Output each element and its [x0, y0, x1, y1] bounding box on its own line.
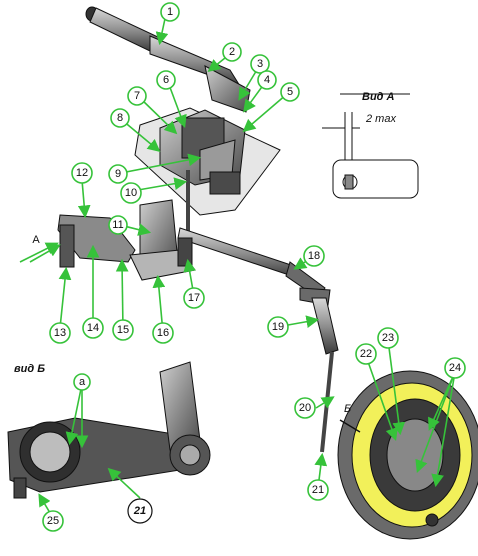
svg-text:9: 9: [115, 168, 121, 180]
callout-16: 16: [152, 322, 174, 344]
callout-14: 14: [82, 317, 104, 339]
view-a-title: Вид А: [362, 91, 395, 103]
callout-23: 23: [377, 327, 399, 349]
rear-brake-drum: [337, 370, 478, 540]
callout-21-view-b: 21: [127, 498, 153, 524]
view-b-arrow: Б: [339, 403, 361, 433]
callout-13: 13: [49, 322, 71, 344]
callout-8: 8: [110, 108, 130, 128]
svg-text:2: 2: [229, 46, 235, 58]
svg-text:19: 19: [272, 321, 284, 333]
callout-21: 21: [307, 479, 329, 501]
svg-text:6: 6: [163, 74, 169, 86]
callout-10: 10: [120, 182, 142, 204]
svg-text:12: 12: [76, 167, 88, 179]
callout-12: 12: [71, 162, 93, 184]
svg-text:4: 4: [264, 74, 270, 86]
svg-text:8: 8: [117, 112, 123, 124]
dimension-label: 2 max: [365, 113, 396, 125]
svg-text:7: 7: [134, 90, 140, 102]
svg-text:20: 20: [299, 402, 311, 414]
callout-17: 17: [183, 287, 205, 309]
callout-5: 5: [280, 82, 300, 102]
callout-15: 15: [112, 319, 134, 341]
svg-text:5: 5: [287, 86, 293, 98]
svg-text:Б: Б: [344, 403, 351, 415]
view-a-arrow: А: [19, 234, 59, 263]
pedal-assembly: [57, 199, 196, 281]
svg-text:11: 11: [112, 219, 123, 231]
callout-20: 20: [294, 397, 316, 419]
callout-18: 18: [303, 245, 325, 267]
callout-a: а: [73, 373, 91, 391]
callout-1: 1: [160, 2, 180, 22]
callout-11: 11: [108, 215, 128, 235]
svg-text:23: 23: [382, 332, 394, 344]
svg-text:а: а: [79, 376, 86, 388]
svg-text:10: 10: [125, 187, 137, 199]
svg-text:1: 1: [167, 6, 173, 18]
view-b-title: вид Б: [14, 363, 45, 375]
relay-lever: [299, 287, 339, 453]
svg-text:17: 17: [188, 292, 200, 304]
callout-7: 7: [127, 86, 147, 106]
leader-lines: [29, 13, 456, 519]
callout-25: 25: [42, 510, 64, 532]
callout-24: 24: [444, 357, 466, 379]
svg-text:21: 21: [312, 484, 324, 496]
lever-bracket: [134, 107, 281, 216]
callout-6: 6: [156, 70, 176, 90]
svg-text:21: 21: [133, 505, 146, 517]
hand-lever: [85, 6, 251, 113]
callout-19: 19: [267, 316, 289, 338]
svg-text:22: 22: [360, 348, 372, 360]
svg-text:13: 13: [54, 327, 66, 339]
callout-9: 9: [108, 164, 128, 184]
callout-3: 3: [250, 54, 270, 74]
svg-text:25: 25: [47, 515, 59, 527]
svg-text:14: 14: [87, 322, 99, 334]
svg-text:24: 24: [449, 362, 461, 374]
view-b-detail: [7, 361, 211, 499]
svg-text:3: 3: [257, 58, 263, 70]
svg-text:16: 16: [157, 327, 169, 339]
svg-text:18: 18: [308, 250, 320, 262]
callout-22: 22: [355, 343, 377, 365]
svg-text:15: 15: [117, 324, 129, 336]
view-a-detail: [322, 93, 419, 199]
svg-text:А: А: [32, 234, 40, 246]
callout-2: 2: [222, 42, 242, 62]
callout-4: 4: [257, 70, 277, 90]
